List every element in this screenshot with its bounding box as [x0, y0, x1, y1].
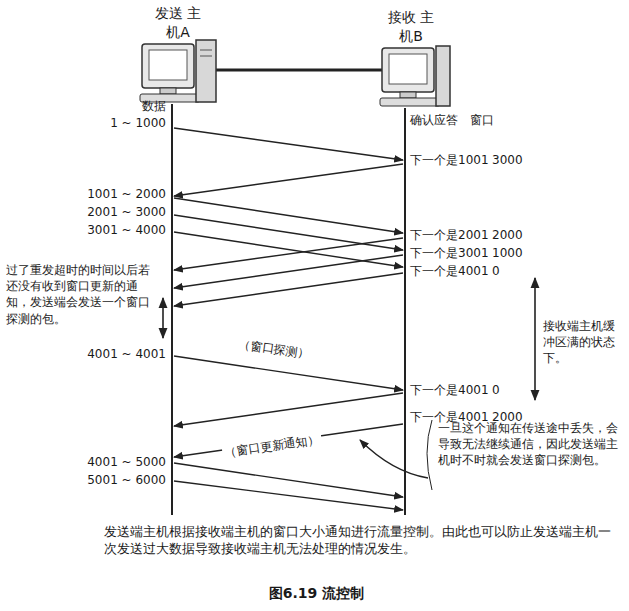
computer-icon — [140, 40, 216, 102]
lifeline — [404, 108, 406, 515]
column-heading: 确认应答 — [410, 112, 458, 128]
segment-range: 1 ~ 1000 — [86, 115, 166, 131]
note-text: 发送端主机根据接收端主机的窗口大小通知进行流量控制。由此也可以防止发送端主机一次… — [104, 524, 616, 558]
computer-icon — [380, 46, 450, 106]
column-heading: 数据 — [86, 98, 166, 114]
note-text: 接收端主机缓冲区满的状态下。 — [543, 318, 625, 367]
segment-range: 4001 ~ 5000 — [86, 454, 166, 470]
segment-range: 2001 ~ 3000 — [86, 204, 166, 220]
ack-number: 下一个是3001 — [410, 245, 489, 261]
figure-caption: 图6.19 流控制 — [2, 584, 629, 603]
span-arrow — [162, 298, 164, 338]
callout-leader — [360, 440, 428, 478]
host-name: 发送 主机A — [148, 4, 208, 42]
callout-bracket — [427, 420, 432, 490]
ack-number: 下一个是1001 — [410, 152, 489, 168]
window-size: 0 — [492, 263, 500, 279]
segment-range: 1001 ~ 2000 — [86, 186, 166, 202]
segment-range: 4001 ~ 4001 — [86, 346, 166, 362]
span-arrow — [534, 278, 536, 400]
callout-text: 一旦这个通知在传送途中丢失，会导致无法继续通信，因此发送端主机时不时就会发送窗口… — [438, 420, 624, 469]
message-arrows — [174, 128, 403, 510]
lifeline — [171, 104, 173, 515]
host-name: 接收 主机B — [386, 8, 436, 46]
ack-number: 下一个是4001 — [410, 263, 489, 279]
window-size: 1000 — [492, 245, 523, 261]
window-size: 0 — [492, 382, 500, 398]
arrow-label: （窗口更新通知） — [221, 431, 322, 461]
window-size: 3000 — [492, 152, 523, 168]
network-cable — [212, 69, 384, 72]
ack-number: 下一个是4001 — [410, 382, 489, 398]
column-heading: 窗口 — [470, 112, 494, 128]
note-text: 过了重发超时的时间以后若还没有收到窗口更新的通知，发送端会发送一个窗口探测的包。 — [6, 262, 156, 327]
segment-range: 3001 ~ 4000 — [86, 222, 166, 238]
window-size: 2000 — [492, 227, 523, 243]
segment-range: 5001 ~ 6000 — [86, 472, 166, 488]
arrow-label: （窗口探测） — [235, 336, 313, 363]
ack-number: 下一个是2001 — [410, 227, 489, 243]
